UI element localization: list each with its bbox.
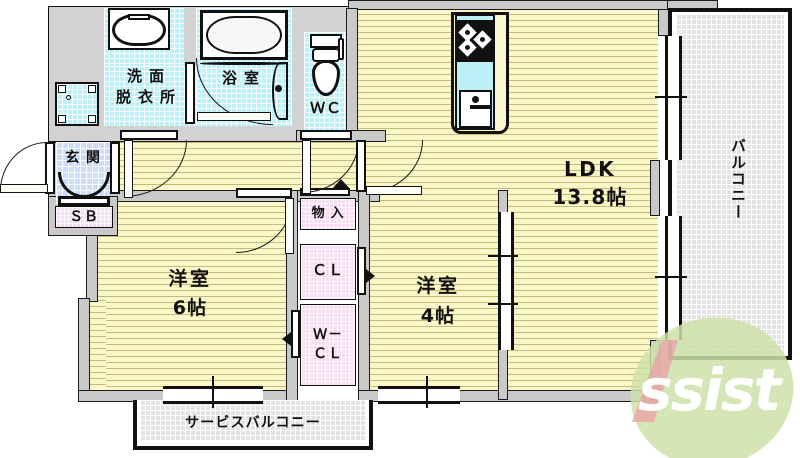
- partition-tick-upper: [488, 255, 518, 257]
- room-balcony: [676, 14, 784, 354]
- toilet-control-panel: [338, 38, 344, 60]
- sanitary-label-line2: 脱 衣 所: [116, 88, 176, 106]
- wcl-door-pointer: [282, 332, 291, 346]
- wcl-door-panel: [291, 310, 300, 358]
- ldk-door-leaf: [366, 186, 422, 195]
- bath-door-leaf: [197, 112, 271, 121]
- balcony-window-upper: [665, 36, 682, 160]
- ldk-name: LDK: [563, 157, 617, 181]
- room6-door-bar: [236, 188, 292, 198]
- monoire-door-pointer: [332, 179, 350, 189]
- sb-label: ＳＢ: [69, 209, 99, 225]
- stove-burner-2-center: [480, 37, 485, 42]
- wc-door-leaf: [302, 140, 311, 194]
- room-washitsu-4: [370, 200, 504, 396]
- room4-window: [378, 386, 460, 404]
- wc-door-bar: [300, 130, 352, 140]
- room4-name: 洋室: [416, 275, 460, 297]
- bathtub-inner: [206, 16, 282, 54]
- wash-basin-faucet: [128, 14, 150, 20]
- sanitary-door-bar: [120, 130, 178, 140]
- storage-monoire: [300, 198, 356, 230]
- storage-wcl: [300, 304, 356, 386]
- monoire-label: 物 入: [311, 206, 345, 221]
- wcl-label-line1: Ｗ－: [313, 327, 343, 343]
- kitchen-faucet-spout: [470, 105, 492, 109]
- cl-door-pointer: [366, 269, 375, 283]
- room6-name: 洋室: [168, 268, 212, 290]
- washer-pan-corner-br: [88, 115, 96, 123]
- washer-drain-icon: [66, 95, 71, 100]
- room6-size: 6帖: [172, 297, 208, 319]
- sanitary-door-leaf: [124, 140, 133, 198]
- storage-cl: [300, 244, 356, 300]
- room-washitsu-6-notch: [86, 300, 106, 396]
- balcony-window-lower-tick: [655, 276, 687, 278]
- storage-sb: [55, 206, 113, 228]
- room-service-balcony: [140, 400, 366, 440]
- cl-label: ＣＬ: [312, 261, 344, 279]
- wall-closet-right: [358, 190, 370, 402]
- wall-room4-ldk-bottom: [498, 348, 508, 400]
- wall-room4-ldk-top: [498, 190, 508, 214]
- room6-door-leaf: [285, 198, 294, 254]
- genkan-door-leaf: [0, 184, 48, 193]
- washer-pan-corner-tr: [88, 85, 96, 93]
- room4-window-tick: [426, 376, 428, 408]
- wall-ldk-right-mid: [650, 160, 660, 216]
- ldk-size: 13.8帖: [552, 185, 628, 209]
- ldk-door-jamb: [356, 140, 366, 192]
- genkan-door-jamb-right: [110, 142, 120, 194]
- wall-ldk-right-low: [650, 340, 660, 400]
- kitchen-faucet-knob: [472, 96, 479, 103]
- wash-basin-bowl: [112, 14, 166, 46]
- cl-door-panel: [357, 247, 366, 295]
- wall-ldk-top: [348, 0, 668, 10]
- washer-pan-corner-tl: [58, 85, 66, 93]
- stove-burner-1-center: [465, 30, 470, 35]
- monoire-door-bar: [300, 188, 350, 196]
- sliding-partition-room4: [498, 212, 514, 350]
- wall-room6-left-lower: [78, 298, 90, 400]
- room-sanitary-ext: [104, 66, 214, 126]
- sanitary-label-line1: 洗 面: [127, 67, 165, 85]
- stove-burner-3-center: [465, 45, 470, 50]
- room4-size: 4帖: [420, 305, 456, 327]
- balcony-window-upper-tick: [655, 96, 687, 98]
- service-balcony-label: サービスバルコニー: [185, 415, 321, 431]
- bath-drain-icon: [275, 85, 282, 92]
- genkan-label: 玄 関: [65, 150, 101, 166]
- bath-mirror-panel: [272, 62, 288, 120]
- room-washitsu-6: [94, 200, 286, 396]
- wcl-label-line2: ＣＬ: [313, 346, 343, 362]
- bath-door-jamb: [185, 62, 195, 124]
- room6-window-tick: [212, 376, 214, 408]
- balcony-label: バルコニー: [729, 138, 747, 221]
- partition-tick-lower: [488, 303, 518, 305]
- washer-pan-corner-bl: [58, 115, 66, 123]
- wall-wc-right: [346, 8, 358, 134]
- wc-label: ＷＣ: [310, 99, 342, 117]
- balcony-window-lower: [665, 216, 682, 340]
